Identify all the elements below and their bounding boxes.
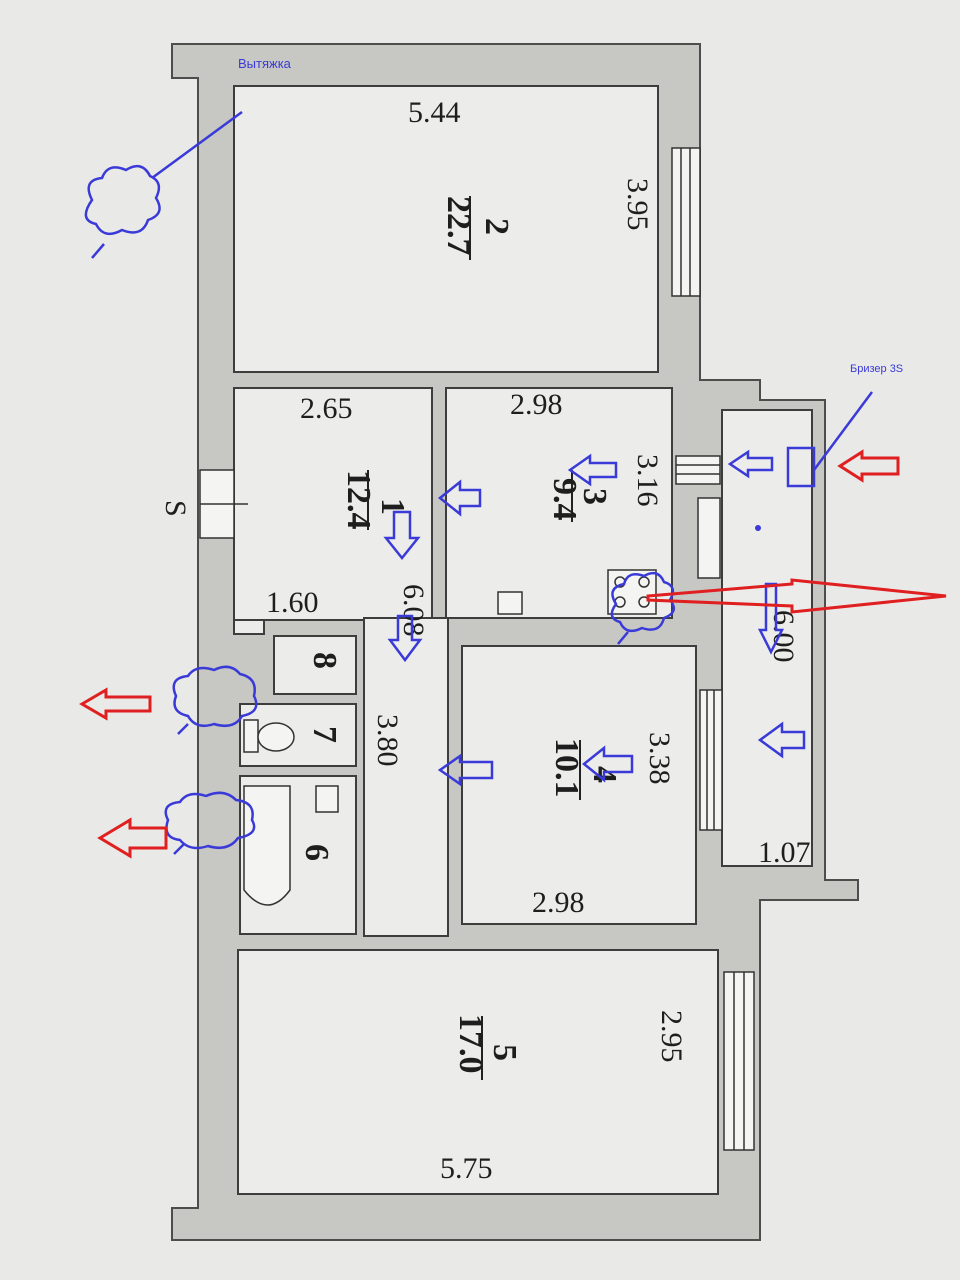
room-8-number: 8 [306, 652, 343, 669]
room-1-small-label: 1.60 [266, 586, 319, 619]
outflow-arrow-bath [97, 817, 168, 859]
airflow-arrow-room3 [567, 453, 618, 487]
window-room-2 [671, 147, 701, 297]
sink-icon [315, 785, 339, 813]
room-5 [237, 949, 719, 1195]
bathtub-icon [243, 785, 291, 906]
room-2 [233, 85, 659, 373]
airflow-arrow-balcony-to-room3 [727, 449, 774, 479]
window-room-5 [723, 971, 755, 1151]
toilet-icon [243, 719, 295, 753]
toilet-cloud-icon [172, 665, 258, 735]
breezer-pointer-line [812, 391, 874, 471]
room-3-number: 3 [576, 488, 613, 505]
inflow-arrow-long [646, 578, 947, 614]
airflow-arrow-corridor-down [387, 614, 423, 663]
airflow-arrow-room1-down [383, 510, 421, 561]
entry-door [199, 469, 248, 539]
breezer-label: Бризер 3S [850, 363, 903, 375]
room-5-area: 17.0 [452, 1014, 489, 1074]
room-3-area: 9.4 [546, 478, 583, 521]
room-3-depth-label: 3.16 [631, 454, 664, 507]
bath-cloud-icon [164, 791, 256, 855]
airflow-arrow-room4-to-corridor [437, 753, 494, 787]
balcony-length-label: 6.00 [767, 610, 800, 663]
room-1-lower [233, 619, 265, 635]
room-3-width-label: 2.98 [510, 388, 563, 421]
airflow-arrow-balcony-to-room4 [757, 721, 806, 759]
room-4-width-label: 2.98 [532, 886, 585, 919]
room-4-depth-label: 3.38 [643, 732, 676, 785]
balcony-width-label: 1.07 [758, 836, 811, 869]
window-room-4 [699, 689, 723, 831]
exhaust-label: Вытяжка [238, 56, 292, 71]
inflow-arrow-breezer [837, 449, 900, 483]
breezer-box [786, 446, 816, 488]
room-2-width-label: 5.44 [408, 96, 461, 129]
room-2-depth-label: 3.95 [621, 178, 654, 231]
entry-mark: S [159, 500, 192, 517]
airflow-arrow-room3-to-room1 [437, 479, 482, 517]
airflow-arrow-room4 [581, 745, 634, 783]
window-room-3 [675, 455, 721, 579]
room-5-number: 5 [486, 1044, 523, 1061]
room-1-area: 12.4 [340, 470, 377, 530]
room-8 [273, 635, 357, 695]
room-1-corridor [363, 617, 449, 937]
room-5-width-label: 5.75 [440, 1152, 493, 1185]
room-7-number: 7 [306, 726, 343, 743]
room-1-depth-label: 6.08 [397, 584, 430, 637]
room-2-number: 2 [478, 218, 515, 235]
room-1-lower-label: 3.80 [371, 714, 404, 767]
exhaust-pointer-line [151, 110, 243, 180]
room-4-area: 10.1 [548, 738, 585, 798]
room-5-depth-label: 2.95 [655, 1010, 688, 1063]
room-1-width-label: 2.65 [300, 392, 353, 425]
outflow-arrow-toilet [79, 687, 152, 721]
room-2-area: 22.7 [440, 196, 477, 256]
exhaust-cloud-icon [84, 164, 161, 259]
room-6-number: 6 [298, 844, 335, 861]
balcony-dot [755, 525, 761, 531]
airflow-arrow-balcony-down [757, 582, 785, 655]
